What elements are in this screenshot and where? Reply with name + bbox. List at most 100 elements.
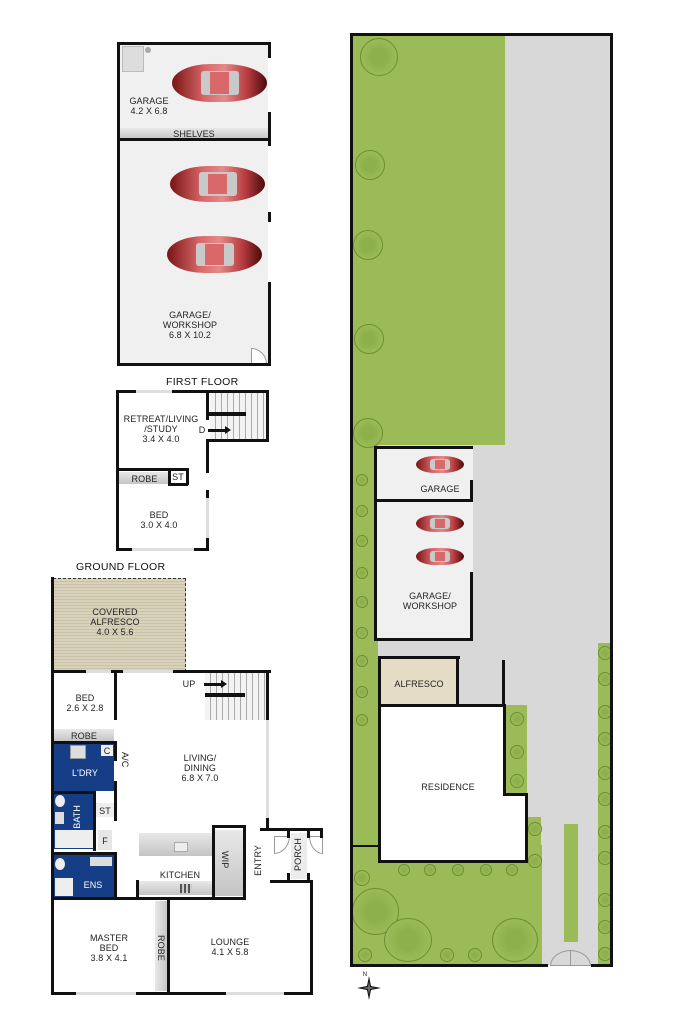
robe [119, 472, 170, 484]
plant-icon [356, 505, 368, 517]
window [266, 720, 269, 820]
wall [378, 704, 506, 707]
wall [136, 880, 139, 900]
wall [268, 282, 271, 366]
garage-name: GARAGE [129, 96, 169, 106]
wall [243, 825, 246, 900]
cupboard-label: C [103, 746, 111, 756]
plant-icon [356, 655, 368, 667]
window [136, 390, 172, 393]
wall [266, 670, 269, 720]
wall [206, 538, 209, 551]
wall [51, 577, 54, 995]
plant-icon [356, 686, 368, 698]
window [226, 992, 284, 995]
fridge-box [98, 830, 112, 850]
wall [212, 825, 215, 900]
wall [470, 480, 473, 502]
boundary [350, 33, 613, 36]
master-bed-size: 3.8 X 4.1 [90, 953, 128, 963]
car-icon [416, 456, 464, 473]
master-robe [155, 901, 168, 991]
plant-icon [353, 230, 383, 260]
wall [378, 656, 460, 659]
wall [208, 439, 269, 442]
wall [266, 818, 269, 830]
wall [260, 828, 322, 831]
wall [117, 42, 271, 45]
shower-icon [55, 878, 73, 896]
retreat-room [119, 393, 208, 472]
plant-icon [354, 324, 384, 354]
porch [291, 833, 307, 879]
arrow-head-icon [225, 426, 231, 434]
alfresco-name-1: COVERED [92, 607, 138, 617]
wall [117, 363, 271, 366]
sink-icon [174, 842, 188, 852]
wall [114, 781, 117, 821]
living-name-2: DINING [183, 763, 217, 773]
master-bed-name-2: BED [99, 943, 119, 953]
ground-floor-heading: GROUND FLOOR [76, 561, 166, 573]
store-label: ST [99, 806, 111, 816]
wall [168, 483, 188, 486]
wall [51, 852, 117, 855]
plant-icon [528, 854, 542, 868]
bed-size: 3.0 X 4.0 [140, 520, 178, 530]
plant-icon [356, 474, 368, 486]
wall [51, 897, 141, 900]
wall [93, 791, 96, 851]
wall [173, 670, 271, 673]
wall [268, 212, 271, 222]
boundary [591, 964, 613, 967]
site-workshop-label-2: WORKSHOP [402, 601, 458, 611]
entry-label: ENTRY [253, 845, 263, 876]
wall [268, 112, 271, 146]
plant-icon [440, 948, 454, 962]
bed-room [119, 486, 208, 548]
plant-icon [480, 864, 492, 876]
wall [270, 880, 313, 883]
lounge-size: 4.1 X 5.8 [211, 947, 249, 957]
wall [168, 468, 171, 485]
stair-direction-label: D [198, 425, 206, 435]
robe-label: ROBE [71, 731, 97, 741]
wall [116, 468, 186, 471]
kitchen-bench [139, 881, 212, 895]
wall [116, 390, 136, 393]
retreat-name-1: RETREAT/LIVING [123, 414, 199, 424]
workshop-name-2: WORKSHOP [162, 320, 218, 330]
living-name-1: LIVING/ [183, 753, 217, 763]
wall [378, 860, 528, 863]
wall [114, 852, 117, 897]
sink-icon [122, 46, 144, 72]
plant-icon [506, 864, 518, 876]
basin-icon [55, 812, 64, 824]
cupboard-box [101, 745, 113, 756]
plant-icon [468, 948, 482, 962]
wall [117, 138, 271, 141]
cooktop-icon [180, 884, 192, 893]
boundary [350, 964, 548, 967]
plant-icon [356, 596, 368, 608]
wall [111, 670, 123, 673]
wall [268, 42, 271, 58]
wall [206, 490, 209, 498]
kitchen-label: KITCHEN [159, 870, 201, 880]
wall [114, 741, 117, 761]
plant-icon [510, 712, 524, 726]
wall [51, 741, 117, 744]
plant-icon [356, 567, 368, 579]
plant-icon [510, 774, 524, 788]
wall [117, 42, 120, 366]
robe [54, 729, 114, 741]
compass-north-label: N [362, 972, 368, 978]
wall [352, 845, 380, 847]
window [76, 992, 136, 995]
master-bed-name-1: MASTER [89, 933, 129, 943]
ac-label: A/C [120, 752, 130, 768]
residence-wing [505, 794, 525, 860]
compass-icon [357, 976, 381, 1000]
wip-pantry [215, 830, 243, 896]
wall [51, 670, 86, 673]
